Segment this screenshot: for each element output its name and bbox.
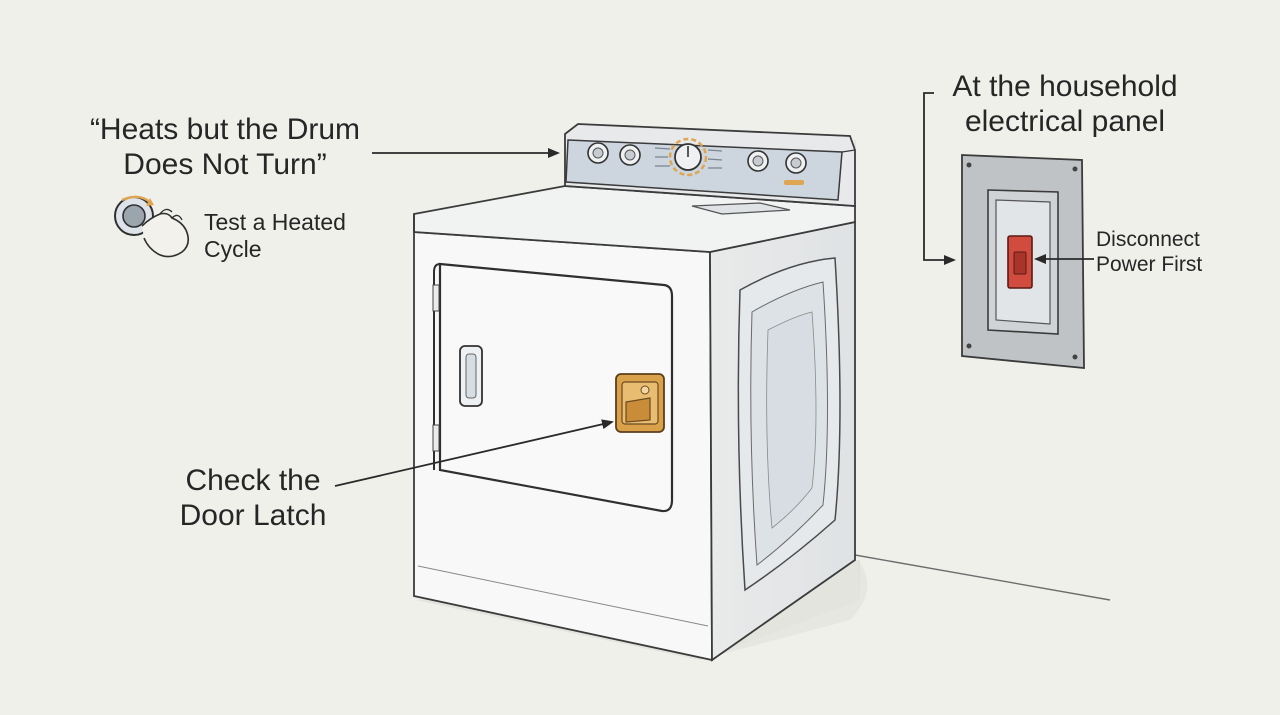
- console-knobs: [587, 137, 807, 185]
- test-cycle-label: Test a Heated Cycle: [204, 209, 346, 263]
- hand-pressing-knob-icon: [114, 195, 190, 258]
- lint-trap: [691, 202, 791, 215]
- door-hinge-top: [432, 284, 440, 312]
- symptom-line-2: Does Not Turn”: [123, 148, 327, 182]
- dryer: [413, 123, 860, 662]
- latch-line-2: Door Latch: [179, 499, 327, 533]
- door-hinge-bottom: [432, 424, 440, 452]
- panel-line-2: electrical panel: [964, 105, 1166, 139]
- test-line-1: Test a Heated: [204, 209, 346, 235]
- disconnect-line-1: Disconnect: [1096, 228, 1200, 251]
- door-latch: [615, 373, 665, 433]
- dryer-door: [438, 262, 674, 513]
- electrical-panel-label: At the household electrical panel: [940, 69, 1190, 140]
- test-line-2: Cycle: [204, 236, 262, 263]
- symptom-title: “Heats but the Drum Does Not Turn”: [60, 112, 390, 183]
- callout-arrows: [334, 92, 1094, 487]
- breaker-switch: [1007, 235, 1033, 289]
- disconnect-power-label: Disconnect Power First: [1096, 228, 1202, 278]
- arrow-to-latch: [334, 419, 614, 487]
- electrical-panel: [961, 154, 1085, 369]
- symptom-line-1: “Heats but the Drum: [89, 113, 361, 146]
- door-latch-label: Check the Door Latch: [168, 463, 338, 534]
- disconnect-line-2: Power First: [1096, 252, 1203, 276]
- arrow-to-panel: [923, 92, 956, 265]
- latch-line-1: Check the: [185, 464, 321, 497]
- panel-line-1: At the household: [952, 70, 1178, 103]
